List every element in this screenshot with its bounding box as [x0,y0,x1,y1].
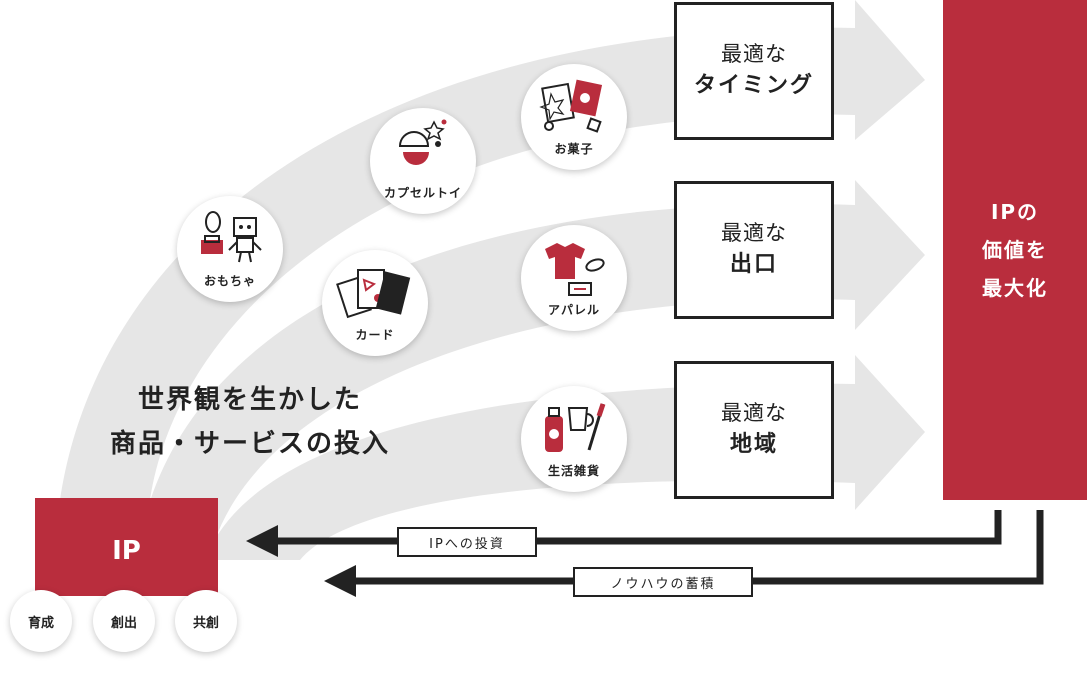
maximize-line2: 価値を [982,238,1048,262]
investment-tag-label: IPへの投資 [429,536,505,552]
product-apparel-label: アパレル [547,303,600,317]
ip-tag-cocreate-label: 共創 [192,615,219,631]
product-snack-label: お菓子 [554,142,594,156]
timing-box-line1: 最適な [721,42,787,66]
product-toy: おもちゃ [177,196,283,302]
value-maximize-box: IPの 価値を 最大化 [943,0,1087,500]
headline-line1: 世界観を生かした [137,385,362,415]
investment-tag: IPへの投資 [397,527,537,557]
knowhow-arrow-head [324,565,356,597]
ip-label: IP [112,536,141,566]
snack-icon [539,79,603,133]
product-household-label: 生活雑貨 [547,464,600,478]
maximize-line1: IPの [990,200,1040,224]
product-capsule: カプセルトイ [370,108,476,214]
product-toy-label: おもちゃ [203,274,256,288]
region-box: 最適な 地域 [674,361,834,499]
timing-box: 最適な タイミング [674,2,834,140]
product-card: カード [322,250,428,356]
apparel-icon [545,243,605,296]
maximize-line3: 最大化 [982,276,1048,300]
timing-box-line2: タイミング [693,73,814,98]
toy-robot-icon [201,211,262,263]
headline-line2: 商品・サービスの投入 [109,429,390,459]
ip-tag-nurture: 育成 [10,590,72,652]
card-icon [336,269,411,319]
household-goods-icon [545,403,606,452]
exit-box: 最適な 出口 [674,181,834,319]
exit-box-line2: 出口 [729,252,778,277]
headline: 世界観を生かした 商品・サービスの投入 [60,378,440,466]
ip-tag-nurture-label: 育成 [27,615,54,631]
knowhow-tag-label: ノウハウの蓄積 [610,576,716,592]
ip-box: IP [35,498,218,596]
product-household: 生活雑貨 [521,386,627,492]
investment-arrow-head [246,525,278,557]
ip-tag-create-label: 創出 [110,615,137,631]
ip-tag-cocreate: 共創 [175,590,237,652]
product-snack: お菓子 [521,64,627,170]
exit-box-line1: 最適な [721,221,787,245]
product-apparel: アパレル [521,225,627,331]
region-box-line2: 地域 [729,432,778,457]
region-box-line1: 最適な [721,401,787,425]
ip-tag-create: 創出 [93,590,155,652]
product-card-label: カード [355,328,395,342]
knowhow-tag: ノウハウの蓄積 [573,567,753,597]
product-capsule-label: カプセルトイ [383,186,462,200]
capsule-toy-icon [398,119,447,165]
